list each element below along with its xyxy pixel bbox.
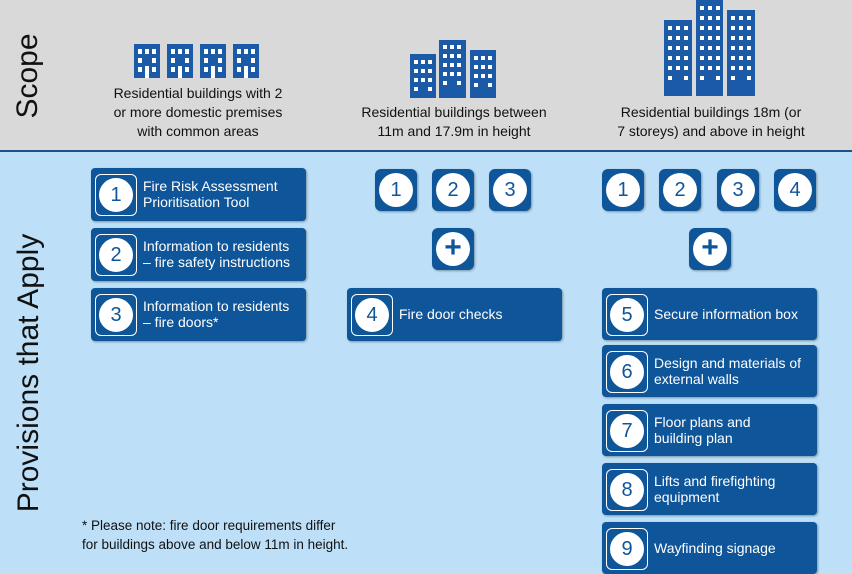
footnote: * Please note: fire door requirements di… bbox=[82, 518, 349, 552]
chip-2: 2 bbox=[432, 169, 474, 211]
scope-col3-text: Residential buildings 18m (or 7 storeys)… bbox=[617, 104, 805, 139]
number-badge: 5 bbox=[606, 294, 648, 336]
chip-4: 4 bbox=[774, 169, 816, 211]
three-medium-buildings-icon bbox=[410, 40, 496, 98]
provision-box-9: 9 Wayfinding signage bbox=[602, 522, 817, 574]
number-badge: 2 bbox=[95, 234, 137, 276]
number-badge: 1 bbox=[95, 174, 137, 216]
chip-1: 1 bbox=[602, 169, 644, 211]
provision-box-5: 5 Secure information box bbox=[602, 288, 817, 340]
provision-box-4: 4 Fire door checks bbox=[347, 288, 562, 341]
plus-icon: + bbox=[689, 228, 731, 270]
scope-col2-text: Residential buildings between 11m and 17… bbox=[361, 104, 547, 139]
scope-col1-text: Residential buildings with 2 or more dom… bbox=[113, 85, 283, 139]
number-badge: 7 bbox=[606, 410, 648, 452]
chip-2: 2 bbox=[659, 169, 701, 211]
number-badge: 8 bbox=[606, 469, 648, 511]
plus-icon: + bbox=[432, 228, 474, 270]
number-badge: 9 bbox=[606, 528, 648, 570]
number-badge: 6 bbox=[606, 351, 648, 393]
three-tall-buildings-icon bbox=[664, 0, 755, 96]
chip-3: 3 bbox=[717, 169, 759, 211]
provision-box-3: 3 Information to residents– fire doors* bbox=[91, 288, 306, 341]
section-divider bbox=[0, 150, 852, 152]
four-low-buildings-icon bbox=[134, 44, 259, 78]
scope-side-label: Scope bbox=[11, 33, 44, 119]
number-badge: 3 bbox=[95, 294, 137, 336]
provision-box-2: 2 Information to residents– fire safety … bbox=[91, 228, 306, 281]
provisions-side-label: Provisions that Apply bbox=[12, 233, 45, 513]
chip-1: 1 bbox=[375, 169, 417, 211]
number-badge: 4 bbox=[351, 294, 393, 336]
chip-3: 3 bbox=[489, 169, 531, 211]
